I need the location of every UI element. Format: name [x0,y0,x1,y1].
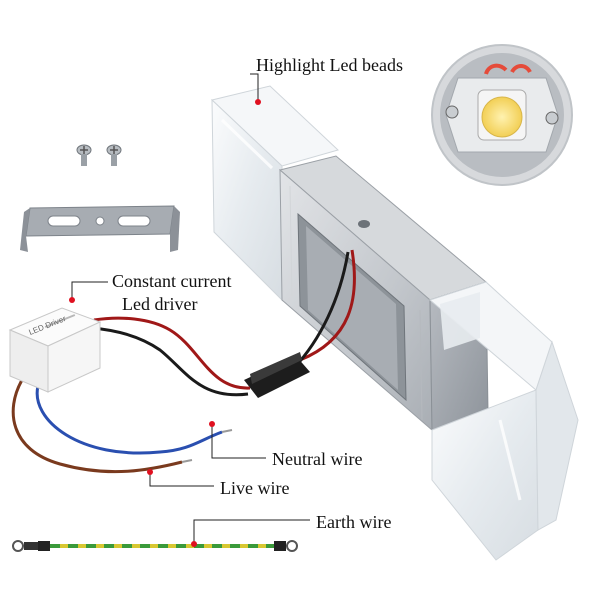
earth-wire [12,540,298,552]
wire-connector [244,352,310,398]
screw-icon [545,111,559,125]
upper-acrylic-block [210,85,339,302]
callout-markers [69,99,261,547]
label-live-wire: Live wire [220,478,290,498]
marker-dot-icon [147,469,153,475]
led-bead-inset [431,44,573,186]
label-driver-line2: Led driver [122,294,198,314]
screw-hole-icon [358,220,370,228]
screw-icon [106,144,122,166]
marker-dot-icon [69,297,75,303]
label-driver-line1: Constant current [112,271,232,291]
label-led-beads: Highlight Led beads [256,55,403,75]
screws [76,144,122,166]
mounting-bracket [20,205,180,252]
marker-dot-icon [209,421,215,427]
lower-acrylic-block [428,281,579,561]
marker-dot-icon [255,99,261,105]
screw-icon [445,105,459,119]
driver-wires [11,316,251,474]
led-driver-box [8,307,102,393]
marker-dot-icon [191,541,197,547]
label-neutral-wire: Neutral wire [272,449,363,469]
screw-icon [76,144,92,166]
callout-lines [71,73,310,544]
led-chip-icon [481,96,523,138]
label-earth-wire: Earth wire [316,512,392,532]
